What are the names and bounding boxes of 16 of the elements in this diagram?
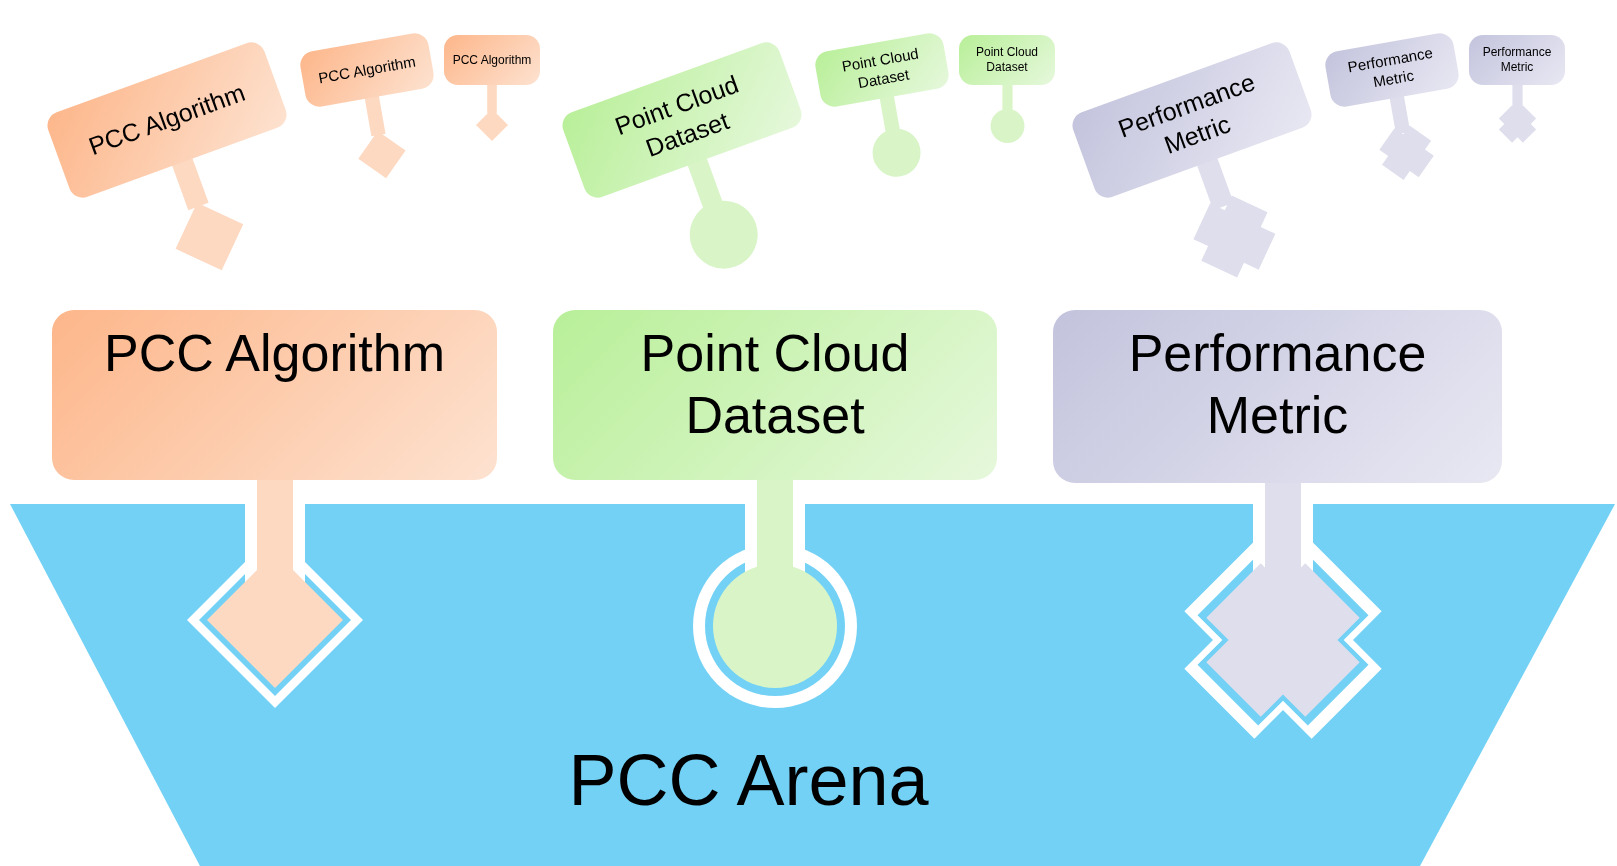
module-card [959, 35, 1055, 85]
module-card [444, 35, 540, 85]
module-box [52, 310, 497, 480]
card-label: Point Cloud Dataset [639, 323, 911, 447]
card-label: Performance Metric [1127, 323, 1428, 447]
card-label: PCC Algorithm [316, 52, 418, 88]
card-label: Point Cloud Dataset [839, 43, 921, 94]
module-box [1053, 310, 1502, 483]
card-label: PCC Algorithm [452, 52, 532, 68]
module-card [1469, 35, 1565, 85]
card-label: Point Cloud Dataset [974, 45, 1039, 75]
card-label: Performance Metric [1481, 45, 1553, 75]
arena-label: PCC Arena [568, 744, 929, 816]
card-label: Performance Metric [1345, 43, 1435, 93]
card-label: PCC Algorithm [104, 323, 445, 384]
module-box [553, 310, 997, 480]
